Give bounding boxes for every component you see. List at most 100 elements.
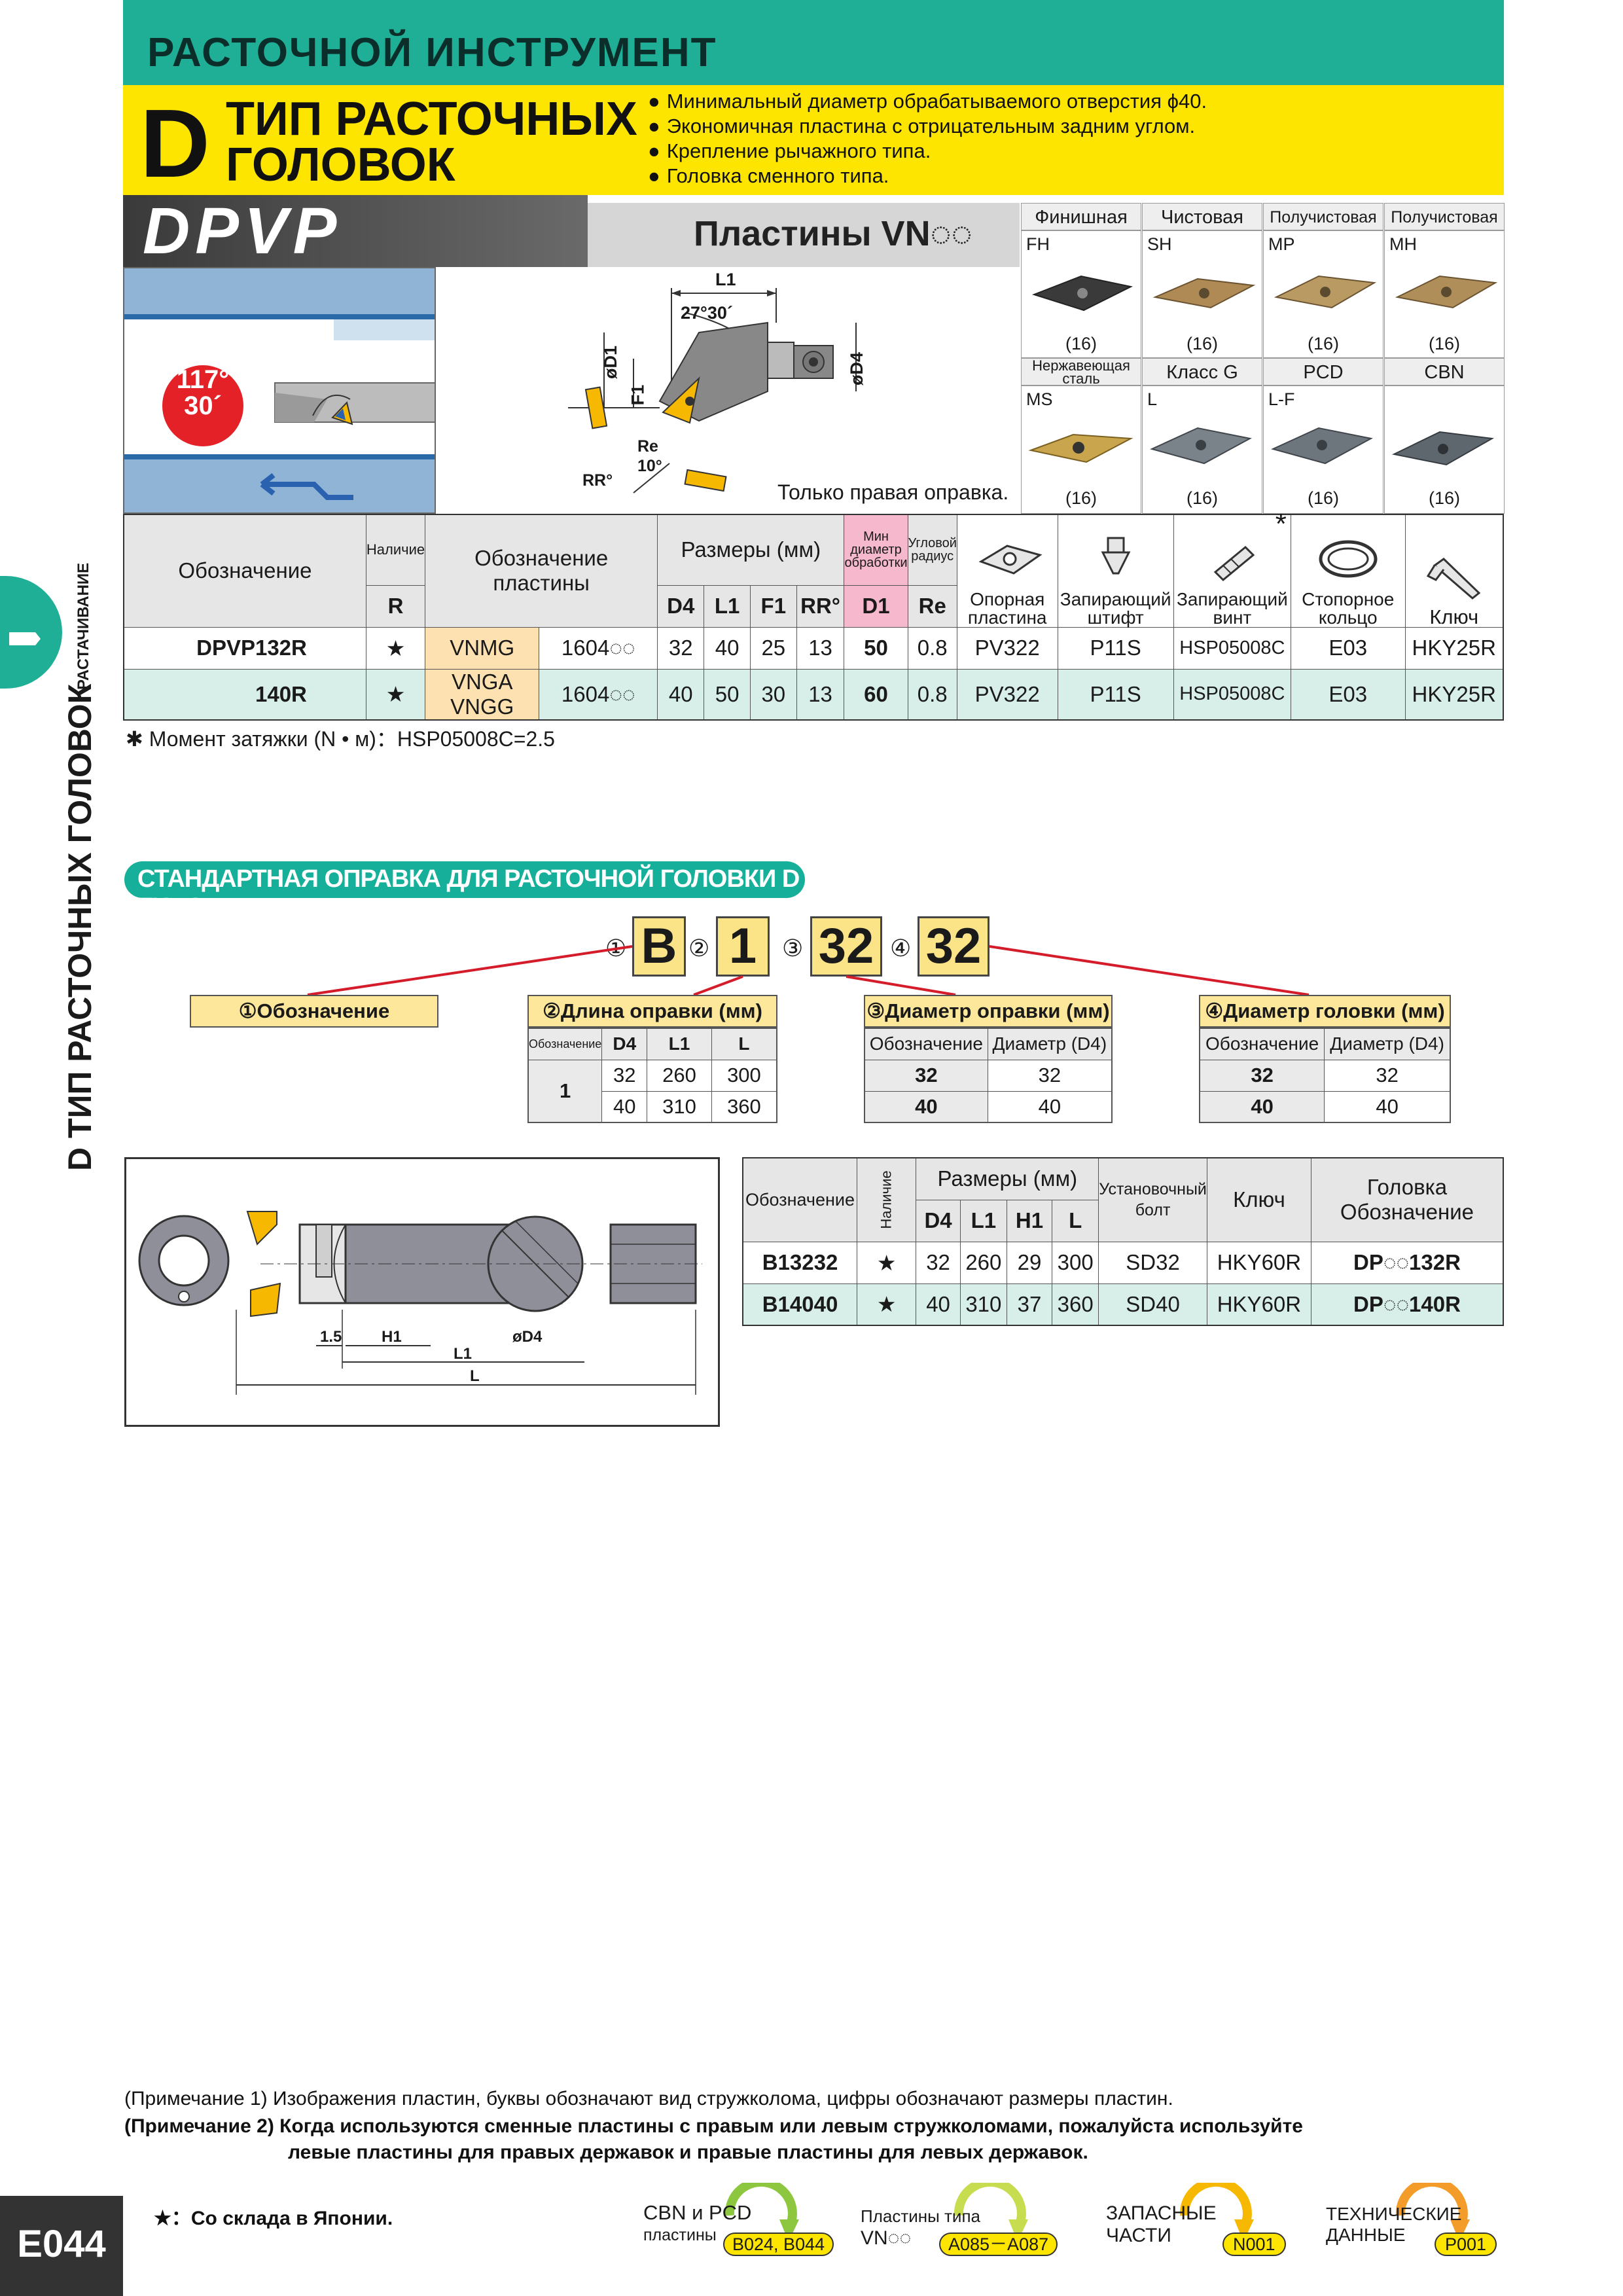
t2-cell: 310 bbox=[647, 1090, 712, 1123]
bar-row-key: HKY60R bbox=[1206, 1241, 1311, 1284]
dim-rr: RR° bbox=[582, 471, 613, 490]
row-pin: P11S bbox=[1057, 626, 1174, 670]
feature-item: Крепление рычажного типа. bbox=[648, 139, 1207, 164]
ref-line2: пластины bbox=[643, 2226, 717, 2244]
feature-item: Экономичная пластина с отрицательным зад… bbox=[648, 114, 1207, 139]
col-avail: Наличие bbox=[365, 514, 426, 586]
t2-cell: 360 bbox=[711, 1090, 777, 1123]
boring-icon bbox=[9, 632, 41, 645]
ref-badge[interactable]: P001 bbox=[1435, 2233, 1497, 2256]
table-row[interactable]: 32 32 bbox=[1199, 1059, 1451, 1092]
ref-vn-inserts[interactable]: Пластины типа VN◌◌ A085－A087 bbox=[861, 2183, 1077, 2261]
ref-spare-parts[interactable]: ЗАПАСНЫЕ ЧАСТИ N001 bbox=[1106, 2183, 1289, 2261]
row-d1: 60 bbox=[844, 668, 908, 720]
note-2b: левые пластины для правых державок и пра… bbox=[288, 2142, 1088, 2163]
lock-pin-label: Запирающий штифт bbox=[1060, 588, 1171, 628]
boring-illustration: 117° 30´ bbox=[123, 267, 436, 514]
ref-line1: CBN и PCD bbox=[643, 2201, 752, 2224]
ref-badge[interactable]: B024, B044 bbox=[723, 2233, 834, 2256]
row-d4: 40 bbox=[657, 668, 705, 720]
insert-head: CBN bbox=[1384, 358, 1505, 386]
angle-badge-2: 30´ bbox=[184, 391, 222, 420]
label-bar-length: ②Длина оправки (мм) bbox=[527, 995, 777, 1028]
boring-bar-table: Обозначение Наличие Размеры (мм) Установ… bbox=[742, 1157, 1504, 1326]
insert-code: MS bbox=[1026, 389, 1053, 409]
ref-line2: VN◌◌ bbox=[861, 2227, 912, 2249]
row-key: HKY25R bbox=[1404, 626, 1504, 670]
table-row[interactable]: 40 40 bbox=[1199, 1090, 1451, 1123]
bar-dim-l: L bbox=[470, 1367, 480, 1385]
ref-cbn-pcd[interactable]: CBN и PCD пластины B024, B044 bbox=[638, 2183, 854, 2261]
table-row[interactable]: DPVP132R ★ VNMG 1604◌◌ 32 40 25 13 50 0.… bbox=[123, 626, 1504, 670]
header-banner bbox=[123, 0, 1504, 85]
col-ring: Стопорное кольцо bbox=[1290, 514, 1406, 628]
seat-plate-icon bbox=[978, 544, 1043, 575]
table-row[interactable]: B13232 ★ 32 260 29 300 SD32 HKY60R DP◌◌1… bbox=[742, 1241, 1504, 1284]
t4-h-dia: Диаметр (D4) bbox=[1324, 1028, 1451, 1060]
row-seat: PV322 bbox=[956, 626, 1058, 670]
arrow-icon bbox=[1179, 2183, 1254, 2242]
insert-qty: (16) bbox=[1186, 334, 1218, 353]
insert-qty: (16) bbox=[1065, 488, 1097, 508]
code-box-3: 32 bbox=[810, 916, 882, 977]
feature-item: Головка сменного типа. bbox=[648, 164, 1207, 188]
code-num-4: ④ bbox=[890, 935, 912, 961]
bar-row-d4: 32 bbox=[916, 1241, 961, 1284]
bar-row-avail: ★ bbox=[857, 1241, 917, 1284]
col-lock-pin: Запирающий штифт bbox=[1057, 514, 1174, 628]
hex-key-icon bbox=[1426, 557, 1481, 600]
row-l1: 40 bbox=[704, 626, 751, 670]
drawing-caption: Только правая оправка. bbox=[777, 480, 1009, 504]
bar-row-h1: 37 bbox=[1006, 1283, 1053, 1326]
ref-badge[interactable]: A085－A087 bbox=[939, 2233, 1058, 2256]
row-designation: DPVP132R bbox=[123, 626, 366, 670]
side-tab-badge bbox=[0, 576, 62, 689]
insert-code: L-F bbox=[1268, 389, 1295, 409]
table-row[interactable]: 40 40 bbox=[864, 1090, 1113, 1123]
table-row[interactable]: 32 32 bbox=[864, 1059, 1113, 1092]
label-head-diameter: ④Диаметр головки (мм) bbox=[1199, 995, 1451, 1028]
stock-note: ★：Со склада в Японии. bbox=[154, 2208, 393, 2229]
page-number-box: E044 bbox=[0, 2196, 123, 2296]
t2-h-code: Обозначение bbox=[527, 1028, 603, 1060]
col-min-dia: Мин диаметр обработки bbox=[844, 514, 908, 586]
dim-10: 10° bbox=[637, 457, 662, 475]
bar-drawing-svg bbox=[138, 1211, 702, 1395]
ref-badge[interactable]: N001 bbox=[1222, 2233, 1286, 2256]
bar-col-key: Ключ bbox=[1206, 1157, 1311, 1242]
table-row[interactable]: 1 32 260 300 bbox=[527, 1059, 777, 1123]
t4-cell: 40 bbox=[1324, 1090, 1451, 1123]
t2-cell: 300 bbox=[711, 1059, 777, 1092]
code-num-2: ② bbox=[688, 935, 710, 961]
col-d4: D4 bbox=[657, 584, 705, 628]
section-title: СТАНДАРТНАЯ ОПРАВКА ДЛЯ РАСТОЧНОЙ ГОЛОВК… bbox=[137, 865, 800, 921]
code-leader-lines bbox=[307, 945, 1310, 996]
t2-h-d4: D4 bbox=[601, 1028, 648, 1060]
bar-col-d4: D4 bbox=[916, 1199, 961, 1242]
dimension-drawing: L1 27°30´ øD1 F1 øD4 Re 10° RR° Только п… bbox=[437, 267, 1020, 514]
ref-tech-data[interactable]: ТЕХНИЧЕСКИЕ ДАННЫЕ P001 bbox=[1322, 2183, 1505, 2261]
t2-cell: 260 bbox=[647, 1059, 712, 1092]
t2-h-l: L bbox=[711, 1028, 777, 1060]
table-row[interactable]: 140R ★ VNGA VNGG 1604◌◌ 40 50 30 13 60 0… bbox=[123, 668, 1504, 720]
code-box-2: 1 bbox=[716, 916, 770, 977]
t3-h-code: Обозначение bbox=[864, 1028, 988, 1060]
insert-qty: (16) bbox=[1186, 488, 1218, 508]
bar-row-l1: 310 bbox=[959, 1283, 1007, 1326]
ref-line1: Пластины типа bbox=[861, 2206, 980, 2226]
table-row[interactable]: 40 310 360 bbox=[528, 1090, 777, 1123]
insert-code: L bbox=[1147, 389, 1158, 409]
retaining-ring-icon bbox=[1319, 540, 1378, 577]
lock-pin-icon bbox=[1101, 537, 1131, 574]
insert-qty: (16) bbox=[1065, 334, 1097, 353]
bar-dim-h1: H1 bbox=[382, 1328, 402, 1346]
col-re: Re bbox=[907, 584, 957, 628]
page-number: E044 bbox=[17, 2223, 106, 2265]
arrow-icon bbox=[954, 2183, 1028, 2242]
angle-badge-1: 117° bbox=[176, 365, 230, 394]
lock-screw-label: Запирающий винт bbox=[1176, 588, 1288, 628]
note-2a: (Примечание 2) Когда используются сменны… bbox=[124, 2115, 1303, 2137]
t4-code: 40 bbox=[1199, 1090, 1325, 1123]
t3-cell: 32 bbox=[987, 1059, 1113, 1092]
table-row[interactable]: B14040 ★ 40 310 37 360 SD40 HKY60R DP◌◌1… bbox=[742, 1283, 1504, 1326]
